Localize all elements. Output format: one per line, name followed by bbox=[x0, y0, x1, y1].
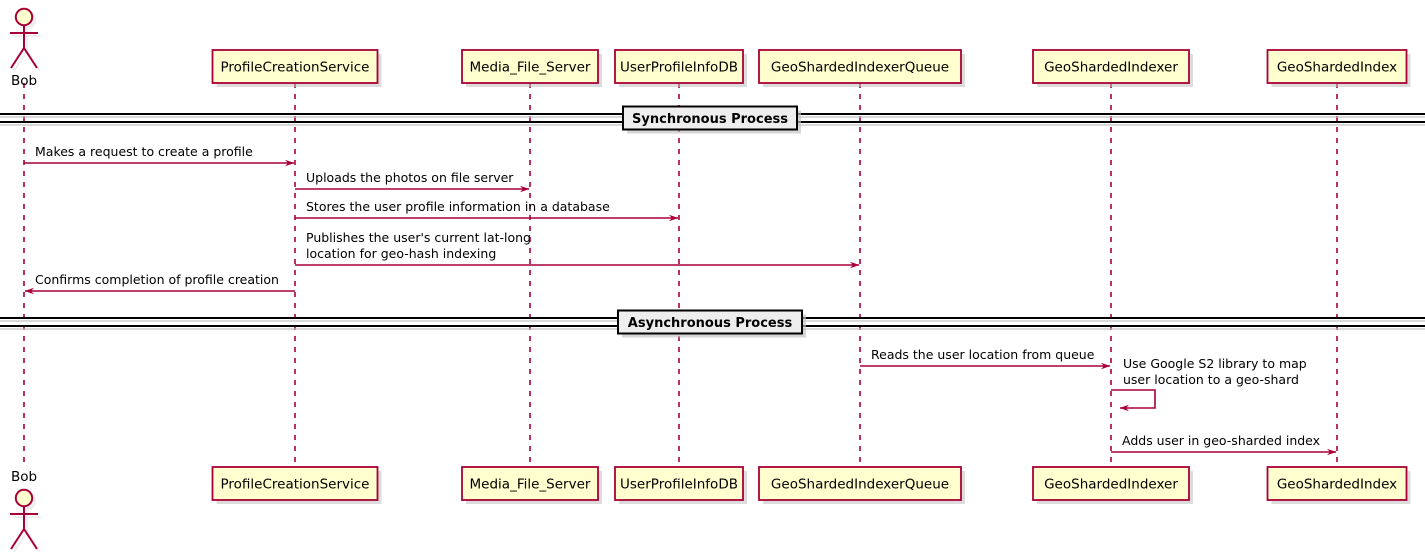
divider-label: Synchronous Process bbox=[632, 112, 788, 127]
participant-box[interactable] bbox=[211, 466, 379, 501]
participant-UserProfileInfoDB[interactable]: UserProfileInfoDB bbox=[614, 466, 747, 504]
participant-Media_File_Server[interactable]: Media_File_Server bbox=[461, 466, 602, 504]
participant-Media_File_Server[interactable]: Media_File_Server bbox=[461, 49, 602, 87]
actor-leg-left bbox=[13, 50, 28, 72]
divider-box bbox=[622, 105, 798, 131]
participant-GeoShardedIndexerQueue[interactable]: GeoShardedIndexerQueue bbox=[758, 466, 965, 504]
message-label-line: Stores the user profile information in a… bbox=[306, 199, 610, 214]
participant-box[interactable] bbox=[461, 466, 599, 501]
actor-figure-bottom bbox=[10, 488, 41, 553]
participant-ProfileCreationService[interactable]: ProfileCreationService bbox=[211, 466, 382, 504]
actor-head-icon bbox=[14, 488, 34, 508]
message-label-line: Reads the user location from queue bbox=[871, 347, 1095, 362]
message-m2[interactable]: Uploads the photos on file server bbox=[295, 170, 530, 193]
message-label-line: Publishes the user's current lat-long bbox=[306, 230, 531, 245]
participant-label: GeoShardedIndex bbox=[1277, 60, 1397, 76]
actor-leg-left bbox=[13, 531, 28, 553]
participant-box[interactable] bbox=[1266, 49, 1408, 84]
message-label-line: Adds user in geo-sharded index bbox=[1122, 433, 1320, 448]
actor-label-Bob: Bob bbox=[11, 73, 37, 89]
actor-figure-top bbox=[10, 7, 41, 72]
divider-label: Asynchronous Process bbox=[628, 316, 793, 331]
participant-GeoShardedIndexerQueue[interactable]: GeoShardedIndexerQueue bbox=[758, 49, 965, 87]
participant-GeoShardedIndex[interactable]: GeoShardedIndex bbox=[1266, 49, 1411, 87]
participant-label: ProfileCreationService bbox=[221, 60, 370, 76]
actor-leg-right bbox=[23, 528, 38, 550]
message-m6[interactable]: Reads the user location from queue bbox=[860, 347, 1111, 370]
participant-box[interactable] bbox=[461, 49, 599, 84]
divider-1: Synchronous Process bbox=[0, 105, 1425, 134]
message-label-line: Use Google S2 library to map bbox=[1123, 356, 1307, 371]
participant-UserProfileInfoDB[interactable]: UserProfileInfoDB bbox=[614, 49, 747, 87]
message-m5[interactable]: Confirms completion of profile creation bbox=[24, 272, 295, 295]
message-label-line: Confirms completion of profile creation bbox=[35, 272, 279, 287]
participant-label: Media_File_Server bbox=[470, 477, 591, 493]
participant-label: GeoShardedIndexerQueue bbox=[771, 477, 949, 493]
actor-leg-left bbox=[10, 528, 25, 550]
participant-box[interactable] bbox=[614, 466, 744, 501]
participant-label: GeoShardedIndex bbox=[1277, 477, 1397, 493]
message-m4[interactable]: Publishes the user's current lat-longloc… bbox=[295, 230, 860, 269]
participant-box[interactable] bbox=[1032, 466, 1190, 501]
participant-box[interactable] bbox=[758, 466, 962, 501]
actor-leg-left bbox=[10, 47, 25, 69]
message-label-line: location for geo-hash indexing bbox=[306, 246, 496, 261]
message-m3[interactable]: Stores the user profile information in a… bbox=[295, 199, 679, 222]
message-label-line: user location to a geo-shard bbox=[1123, 372, 1299, 387]
messages-layer: Makes a request to create a profileUploa… bbox=[24, 144, 1337, 456]
message-label-line: Makes a request to create a profile bbox=[35, 144, 253, 159]
participant-label: ProfileCreationService bbox=[221, 477, 370, 493]
participant-GeoShardedIndexer[interactable]: GeoShardedIndexer bbox=[1032, 49, 1193, 87]
participant-box[interactable] bbox=[211, 49, 379, 84]
participant-GeoShardedIndex[interactable]: GeoShardedIndex bbox=[1266, 466, 1411, 504]
message-self-loop bbox=[1111, 389, 1156, 412]
participant-label: GeoShardedIndexer bbox=[1044, 60, 1178, 76]
participant-box[interactable] bbox=[1266, 466, 1408, 501]
participant-ProfileCreationService[interactable]: ProfileCreationService bbox=[211, 49, 382, 87]
participant-box[interactable] bbox=[1032, 49, 1190, 84]
message-label-line: Uploads the photos on file server bbox=[306, 170, 514, 185]
participant-box[interactable] bbox=[758, 49, 962, 84]
message-m1[interactable]: Makes a request to create a profile bbox=[24, 144, 295, 167]
participant-label: UserProfileInfoDB bbox=[620, 477, 738, 493]
participant-GeoShardedIndexer[interactable]: GeoShardedIndexer bbox=[1032, 466, 1193, 504]
participant-label: GeoShardedIndexer bbox=[1044, 477, 1178, 493]
divider-box bbox=[617, 309, 803, 335]
actor-leg-right bbox=[23, 47, 38, 69]
participant-box[interactable] bbox=[614, 49, 744, 84]
lifelines-layer bbox=[23, 83, 1338, 467]
message-m8[interactable]: Adds user in geo-sharded index bbox=[1111, 433, 1337, 456]
divider-2: Asynchronous Process bbox=[0, 309, 1425, 338]
participant-label: Media_File_Server bbox=[470, 60, 591, 76]
actor-head-icon bbox=[14, 7, 34, 27]
participant-label: GeoShardedIndexerQueue bbox=[771, 60, 949, 76]
actor-label-Bob: Bob bbox=[11, 469, 37, 485]
participant-label: UserProfileInfoDB bbox=[620, 60, 738, 76]
